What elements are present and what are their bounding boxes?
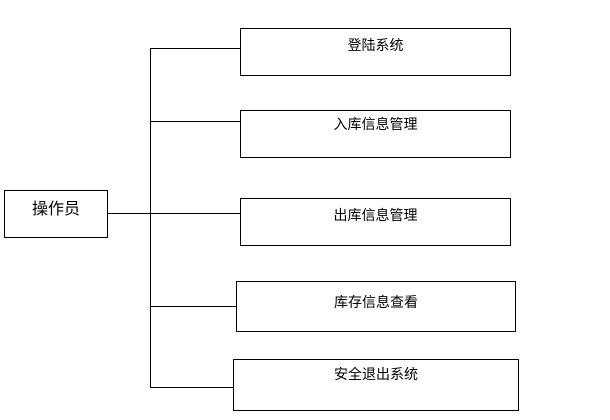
node-inbound-info-management-label: 入库信息管理 — [333, 117, 418, 133]
node-login-system: 登陆系统 — [240, 28, 511, 76]
connector-branch-exit — [150, 387, 233, 388]
node-inventory-info-view-label: 库存信息查看 — [334, 295, 418, 311]
node-outbound-info-management-label: 出库信息管理 — [333, 208, 418, 224]
connector-branch-outbound — [107, 213, 240, 214]
node-operator-label: 操作员 — [31, 199, 80, 218]
connector-trunk — [150, 48, 151, 388]
node-safe-exit-system-label: 安全退出系统 — [334, 367, 418, 383]
node-inbound-info-management: 入库信息管理 — [240, 110, 511, 158]
node-safe-exit-system: 安全退出系统 — [233, 359, 519, 411]
node-operator: 操作员 — [4, 190, 108, 238]
node-login-system-label: 登陆系统 — [347, 38, 404, 54]
connector-branch-login — [150, 48, 240, 49]
node-inventory-info-view: 库存信息查看 — [236, 281, 516, 332]
connector-branch-inventory — [150, 306, 236, 307]
node-outbound-info-management: 出库信息管理 — [240, 198, 511, 246]
connector-branch-inbound — [150, 121, 240, 122]
